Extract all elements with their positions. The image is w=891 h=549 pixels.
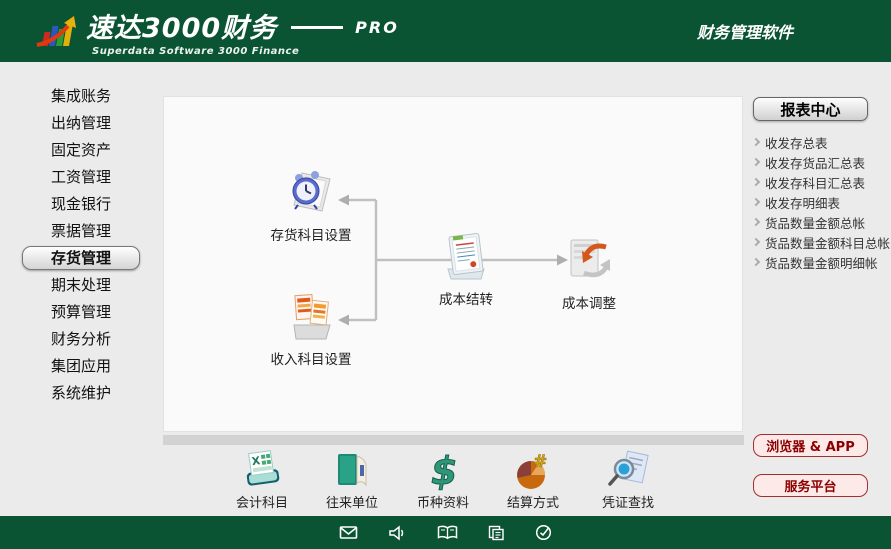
flow-node-label: 成本调整 xyxy=(562,296,616,312)
chevron-right-icon xyxy=(751,237,761,247)
document-stack-icon xyxy=(447,233,485,280)
service-platform-button[interactable]: 服务平台 xyxy=(753,474,868,497)
copy-icon[interactable] xyxy=(488,525,505,541)
sidebar-nav: 集成账务 出纳管理 固定资产 工资管理 现金银行 票据管理 存货管理 期末处理 … xyxy=(0,62,162,516)
toolbar-item-settlement-methods[interactable]: # 结算方式 xyxy=(488,449,578,511)
chevron-right-icon xyxy=(751,177,761,187)
svg-text:#: # xyxy=(533,452,547,472)
logo-block: 速达3000财务 PRO Superdata Software 3000 Fin… xyxy=(0,6,399,57)
currency-dollar-icon: $ xyxy=(431,449,458,491)
refresh-document-icon xyxy=(570,239,610,278)
report-link-goods-summary[interactable]: 收发存货品汇总表 xyxy=(751,152,890,172)
sidebar-item-period-end[interactable]: 期末处理 xyxy=(50,276,111,294)
chevron-right-icon xyxy=(751,197,761,207)
report-list: 收发存总表 收发存货品汇总表 收发存科目汇总表 收发存明细表 货品数量金额总帐 … xyxy=(751,132,890,272)
toolbar-item-label: 凭证查找 xyxy=(601,496,654,511)
chevron-right-icon xyxy=(751,137,761,147)
clock-document-icon xyxy=(292,171,331,212)
product-tagline: 财务管理软件 xyxy=(696,23,793,42)
report-center-panel: 报表中心 收发存总表 收发存货品汇总表 收发存科目汇总表 收发存明细表 货品数量… xyxy=(745,62,891,516)
title-dash xyxy=(291,25,344,29)
pie-chart-icon: # xyxy=(517,452,548,489)
flow-node-income-subject-setup[interactable]: 收入科目设置 xyxy=(253,289,369,368)
panel-action-buttons: 浏览器 & APP 服务平台 xyxy=(753,434,868,497)
status-bar xyxy=(0,516,891,549)
toolbar-item-label: 币种资料 xyxy=(416,496,469,511)
svg-text:$: $ xyxy=(431,449,457,491)
svg-text:X: X xyxy=(251,454,262,468)
toolbar-item-currency-info[interactable]: $ 币种资料 xyxy=(398,449,488,511)
toolbar-item-accounting-subjects[interactable]: X 会计科目 xyxy=(217,449,307,511)
open-book-icon[interactable] xyxy=(437,525,458,540)
toolbar-item-label: 往来单位 xyxy=(325,496,378,511)
report-link-in-out-stock-summary[interactable]: 收发存总表 xyxy=(751,132,890,152)
income-documents-icon xyxy=(293,294,331,340)
report-link-subject-summary[interactable]: 收发存科目汇总表 xyxy=(751,172,890,192)
toolbar-item-label: 结算方式 xyxy=(506,496,559,511)
sidebar-item-cashier[interactable]: 出纳管理 xyxy=(50,114,111,132)
toolbar-item-label: 会计科目 xyxy=(235,496,288,511)
flow-node-cost-carryover[interactable]: 成本结转 xyxy=(408,229,524,308)
calculator-icon: X xyxy=(246,450,280,486)
flow-node-label: 成本结转 xyxy=(439,292,493,308)
toolbar-item-voucher-search[interactable]: 凭证查找 xyxy=(583,449,673,511)
report-link-qty-amount-subject-ledger[interactable]: 货品数量金额科目总帐 xyxy=(751,232,890,252)
flow-node-cost-adjustment[interactable]: 成本调整 xyxy=(531,233,647,312)
ledger-book-icon xyxy=(338,454,367,487)
app-title: 速达3000财务 xyxy=(86,12,278,44)
sidebar-item-inventory-selected[interactable]: 存货管理 xyxy=(0,244,162,271)
chevron-right-icon xyxy=(751,157,761,167)
sidebar-item-cash-bank[interactable]: 现金银行 xyxy=(50,195,111,213)
edition-label: PRO xyxy=(355,17,399,37)
flow-node-label: 存货科目设置 xyxy=(270,228,352,244)
speaker-icon[interactable] xyxy=(388,524,407,541)
bar-chart-logo-icon xyxy=(36,15,76,47)
flow-node-label: 收入科目设置 xyxy=(270,352,352,368)
report-link-qty-amount-detail-ledger[interactable]: 货品数量金额明细帐 xyxy=(751,252,890,272)
sidebar-item-system-maintenance[interactable]: 系统维护 xyxy=(50,384,111,402)
chevron-right-icon xyxy=(751,257,761,267)
search-document-icon xyxy=(608,450,649,486)
app-header: 速达3000财务 PRO Superdata Software 3000 Fin… xyxy=(0,0,891,62)
app-subtitle: Superdata Software 3000 Finance xyxy=(92,45,300,57)
toolbar-item-business-partners[interactable]: 往来单位 xyxy=(307,449,397,511)
mail-icon[interactable] xyxy=(339,525,358,540)
clock-check-icon[interactable] xyxy=(535,524,552,541)
sidebar-item-group-apps[interactable]: 集团应用 xyxy=(50,357,111,375)
report-link-qty-amount-ledger[interactable]: 货品数量金额总帐 xyxy=(751,212,890,232)
sidebar-item-payroll[interactable]: 工资管理 xyxy=(50,168,111,186)
chevron-right-icon xyxy=(751,217,761,227)
main-area: 存货科目设置 xyxy=(162,62,745,516)
sidebar-item-budget[interactable]: 预算管理 xyxy=(50,303,111,321)
bottom-toolbar: X 会计科目 xyxy=(162,445,745,516)
horizontal-divider-bar xyxy=(163,435,744,445)
report-center-button[interactable]: 报表中心 xyxy=(753,97,868,121)
sidebar-item-notes[interactable]: 票据管理 xyxy=(50,222,111,240)
sidebar-item-integrated-accounting[interactable]: 集成账务 xyxy=(50,87,111,105)
sidebar-item-fixed-assets[interactable]: 固定资产 xyxy=(50,141,111,159)
flow-node-inventory-subject-setup[interactable]: 存货科目设置 xyxy=(253,165,369,244)
logo-text: 速达3000财务 PRO Superdata Software 3000 Fin… xyxy=(86,6,399,57)
sidebar-item-analysis[interactable]: 财务分析 xyxy=(50,330,111,348)
browser-app-button[interactable]: 浏览器 & APP xyxy=(753,434,868,457)
flowchart-canvas: 存货科目设置 xyxy=(163,96,743,432)
report-link-detail-table[interactable]: 收发存明细表 xyxy=(751,192,890,212)
